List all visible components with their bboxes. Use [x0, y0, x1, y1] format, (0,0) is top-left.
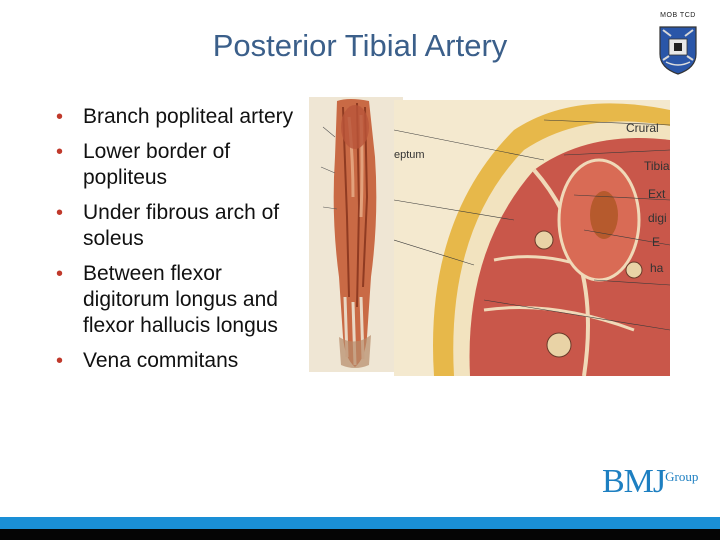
figure-label: Tibial	[644, 159, 670, 173]
bullet-item: Branch popliteal artery	[56, 104, 296, 130]
figure-label: digi	[648, 211, 667, 225]
logo-main-text: BMJ	[602, 463, 666, 500]
figure-label: E	[652, 235, 660, 249]
header-tag: MOB TCD	[660, 12, 696, 19]
leg-cross-section-illustration: Crural Tibial Ext digi E ha eptum	[394, 100, 670, 376]
footer-black-bar	[0, 529, 720, 540]
bullet-item: Vena commitans	[56, 348, 296, 374]
bullet-list: Branch popliteal artery Lower border of …	[56, 104, 296, 383]
figure-label: ha	[650, 261, 664, 275]
slide-title: Posterior Tibial Artery	[212, 28, 508, 63]
bmj-group-logo: BMJGroup	[602, 463, 698, 501]
university-crest-icon	[659, 26, 697, 75]
figure-label: Ext	[648, 187, 666, 201]
leg-dissection-illustration	[309, 97, 403, 372]
figure-label: Crural	[626, 121, 659, 135]
footer-blue-bar	[0, 517, 720, 529]
figure-label: eptum	[394, 149, 425, 161]
bullet-item: Under fibrous arch of soleus	[56, 200, 296, 252]
logo-sub-text: Group	[665, 469, 699, 484]
bullet-item: Between flexor digitorum longus and flex…	[56, 261, 296, 339]
bullet-item: Lower border of popliteus	[56, 139, 296, 191]
